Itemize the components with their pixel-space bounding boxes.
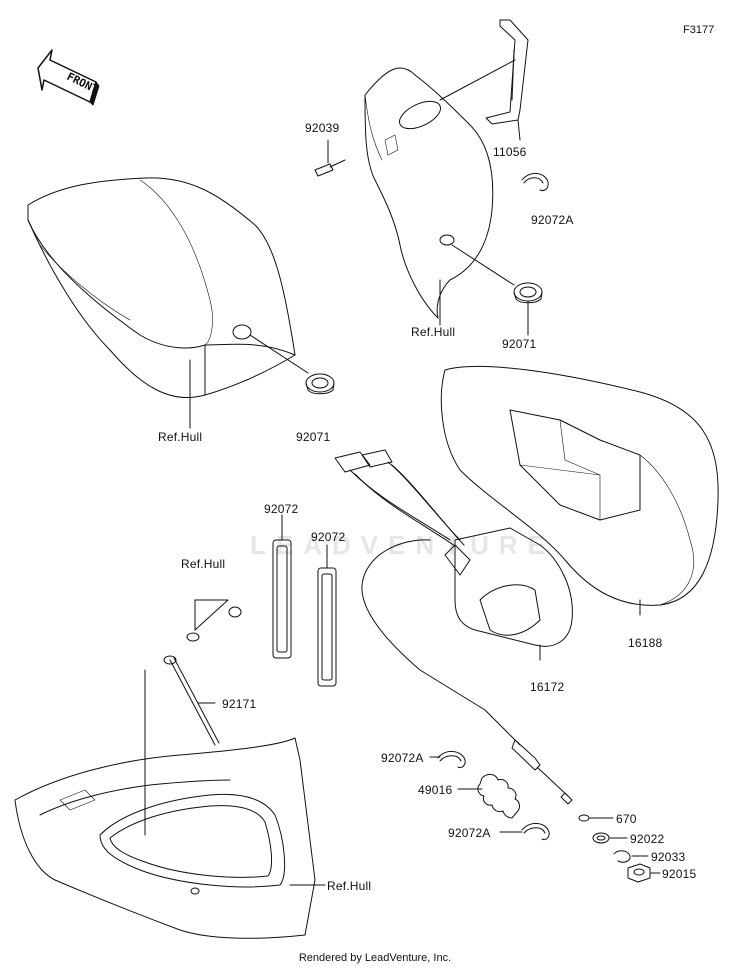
label-92171: 92171 xyxy=(222,697,257,711)
cover-16188-icon xyxy=(441,366,718,615)
label-92072A-top: 92072A xyxy=(531,213,574,227)
label-refhull-bottom: Ref.Hull xyxy=(327,879,372,893)
label-92071-right: 92071 xyxy=(502,337,537,351)
washer-92022-icon xyxy=(593,833,627,843)
label-92033: 92033 xyxy=(651,850,686,864)
strap-92072-b-icon xyxy=(318,545,336,686)
label-92071-left: 92071 xyxy=(296,430,331,444)
lockwasher-92033-icon xyxy=(614,851,648,862)
label-refhull-left: Ref.Hull xyxy=(158,430,203,444)
clamp-92072A-bot-icon xyxy=(500,823,549,839)
actuator-16172-icon xyxy=(335,450,572,804)
boot-49016-icon xyxy=(458,774,519,818)
mid-fasteners-icon xyxy=(145,600,241,835)
label-refhull-mid: Ref.Hull xyxy=(181,557,226,571)
grommet-right-icon xyxy=(514,283,542,335)
tie-92171-icon xyxy=(170,658,219,745)
label-49016: 49016 xyxy=(418,783,453,797)
clamp-92072A-mid-icon xyxy=(430,751,465,767)
oring-670-icon xyxy=(579,815,613,821)
label-92015: 92015 xyxy=(662,867,697,881)
label-92022: 92022 xyxy=(630,832,665,846)
front-arrow-icon xyxy=(38,50,99,105)
clamp-92072A-top-icon xyxy=(522,173,548,190)
label-16172: 16172 xyxy=(530,680,565,694)
bracket-11056-icon xyxy=(486,20,528,140)
label-16188: 16188 xyxy=(628,636,663,650)
label-92072A-mid: 92072A xyxy=(381,751,424,765)
nut-92015-icon xyxy=(628,864,660,882)
pin-92039-icon xyxy=(315,140,345,176)
strap-92072-a-icon xyxy=(273,515,291,658)
grommet-left-icon xyxy=(306,374,334,394)
label-92072A-bot: 92072A xyxy=(448,826,491,840)
footer-credit: Rendered by LeadVenture, Inc. xyxy=(298,952,452,964)
figure-id: F3177 xyxy=(683,24,715,36)
label-92072-b: 92072 xyxy=(311,530,346,544)
upper-hull-panel xyxy=(365,60,515,325)
label-refhull-top: Ref.Hull xyxy=(411,325,456,339)
label-92072-a: 92072 xyxy=(264,502,299,516)
left-seat-hull xyxy=(28,178,308,428)
label-11056: 11056 xyxy=(493,145,527,159)
lower-hull-panel xyxy=(15,738,325,938)
label-670: 670 xyxy=(616,812,637,826)
label-92039: 92039 xyxy=(305,121,340,135)
